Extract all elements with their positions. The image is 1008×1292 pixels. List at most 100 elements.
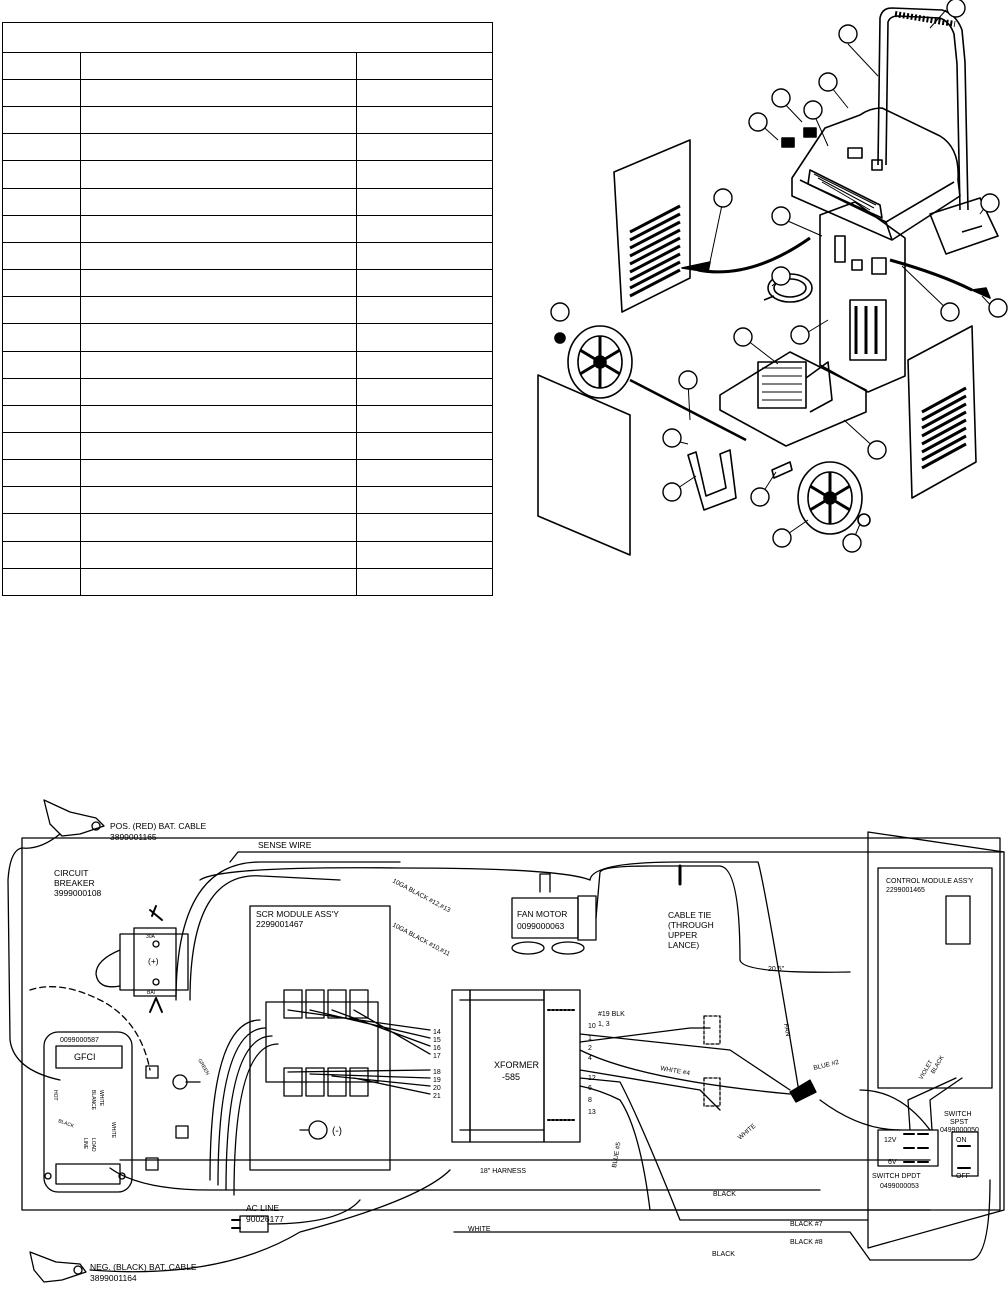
table-row	[2, 459, 494, 488]
wire-black8: BLACK #8	[790, 1239, 823, 1246]
table-cell	[80, 431, 357, 461]
scr-terminal-label: 16	[433, 1045, 441, 1052]
wire-10ga-1213: 10GA BLACK #12,#13	[391, 878, 452, 915]
callout-balloon	[803, 100, 823, 120]
xf-pin-1: 1	[588, 1035, 592, 1042]
scr-terminal-label: 17	[433, 1053, 441, 1060]
wire-harness: 18" HARNESS	[480, 1168, 526, 1175]
callout-balloon	[662, 428, 682, 448]
table-cell	[80, 486, 357, 515]
table-cell	[2, 323, 81, 352]
table-cell	[355, 377, 494, 406]
neg-cable-title: NEG. (BLACK) BAT. CABLE	[90, 1262, 197, 1272]
callout-balloon	[750, 487, 770, 507]
table-cell	[2, 214, 81, 243]
table-row	[2, 486, 494, 515]
cable-tie-l4: LANCE)	[668, 940, 699, 950]
table-cell	[2, 296, 81, 325]
spst-l2: SPST	[950, 1119, 969, 1126]
pos-cable-pn: 3899001165	[110, 832, 157, 842]
table-cell	[80, 459, 357, 488]
xf-pin-6: 6	[588, 1085, 592, 1092]
table-cell	[355, 187, 494, 216]
table-row	[2, 133, 494, 162]
table-cell	[80, 323, 357, 352]
table-cell	[355, 459, 494, 488]
table-cell	[2, 540, 81, 569]
callout-balloon	[790, 325, 810, 345]
table-cell	[80, 106, 357, 135]
gfci-hot: HOT	[52, 1090, 58, 1101]
spst-on: ON	[956, 1137, 967, 1144]
table-cell	[355, 160, 494, 189]
callout-balloon	[842, 533, 862, 553]
table-cell	[2, 241, 81, 271]
wire-black7: BLACK #7	[790, 1221, 823, 1228]
table-row	[2, 269, 494, 298]
handle-drawing	[877, 7, 969, 211]
exploded-view-drawing	[537, 0, 1008, 556]
gfci-label: GFCI	[74, 1052, 96, 1062]
table-row	[2, 51, 494, 80]
table-cell	[80, 404, 357, 434]
table-cell	[2, 459, 81, 488]
breaker-plus: (+)	[148, 956, 159, 966]
table-cell	[80, 513, 357, 542]
xf-pin-13: 13	[588, 1109, 596, 1116]
wire-19blk-b: 1, 3	[598, 1021, 610, 1028]
cable-tie-l3: UPPER	[668, 930, 697, 940]
gfci-drawing	[43, 1031, 133, 1193]
table-cell	[80, 187, 357, 216]
cable-tie-l1: CABLE TIE	[668, 910, 712, 920]
right-side-panel-drawing	[907, 325, 977, 499]
callout-balloon	[748, 112, 768, 132]
table-cell	[355, 241, 494, 271]
table-row	[2, 377, 494, 406]
scr-pn: 2299001467	[256, 919, 304, 929]
pos-clamp-drawing	[21, 799, 105, 849]
control-module-drawing	[877, 867, 993, 1131]
table-cell	[355, 486, 494, 515]
table-cell	[2, 78, 81, 108]
circuit-breaker-drawing	[95, 905, 189, 1013]
table-cell	[80, 214, 357, 243]
gfci-line: LINE	[82, 1138, 88, 1150]
table-cell	[355, 51, 494, 80]
callout-balloon	[733, 327, 753, 347]
dpdt-12v: 12V	[884, 1137, 897, 1144]
parts-table-body	[1, 22, 494, 597]
gfci-blance: BLANCE	[90, 1090, 96, 1111]
scr-module-drawing	[249, 905, 391, 1171]
table-cell	[355, 513, 494, 542]
top-cover-drawing	[791, 107, 961, 241]
table-cell	[2, 350, 81, 379]
xf-pin-4: 4	[588, 1055, 592, 1062]
right-wheel-drawing	[797, 461, 863, 535]
table-cell	[80, 296, 357, 325]
fan-pn: 0099000063	[517, 921, 565, 931]
table-row	[2, 323, 494, 352]
table-cell	[2, 377, 81, 406]
callout-balloon	[771, 206, 791, 226]
table-cell	[80, 350, 357, 379]
table-cell	[355, 567, 494, 597]
switch-spst-drawing	[951, 1131, 979, 1177]
table-row	[2, 214, 494, 243]
table-cell	[355, 296, 494, 325]
gfci-wht: WHITE	[110, 1122, 116, 1139]
table-cell	[355, 350, 494, 379]
spst-off: OFF	[956, 1173, 970, 1180]
table-cell	[2, 106, 81, 135]
callout-balloon	[662, 482, 682, 502]
cable-tie-l2: (THROUGH	[668, 920, 714, 930]
table-cell	[80, 133, 357, 162]
table-cell	[2, 160, 81, 189]
callout-balloon	[550, 302, 570, 322]
wire-10ga-1011: 10GA BLACK #10,#11	[391, 922, 451, 959]
table-cell	[80, 377, 357, 406]
table-row	[2, 160, 494, 189]
dpdt-pn: 0499000053	[880, 1183, 919, 1190]
table-row	[2, 106, 494, 135]
scr-terminal-label: 14	[433, 1029, 441, 1036]
wire-black-b: BLACK	[712, 1251, 735, 1258]
